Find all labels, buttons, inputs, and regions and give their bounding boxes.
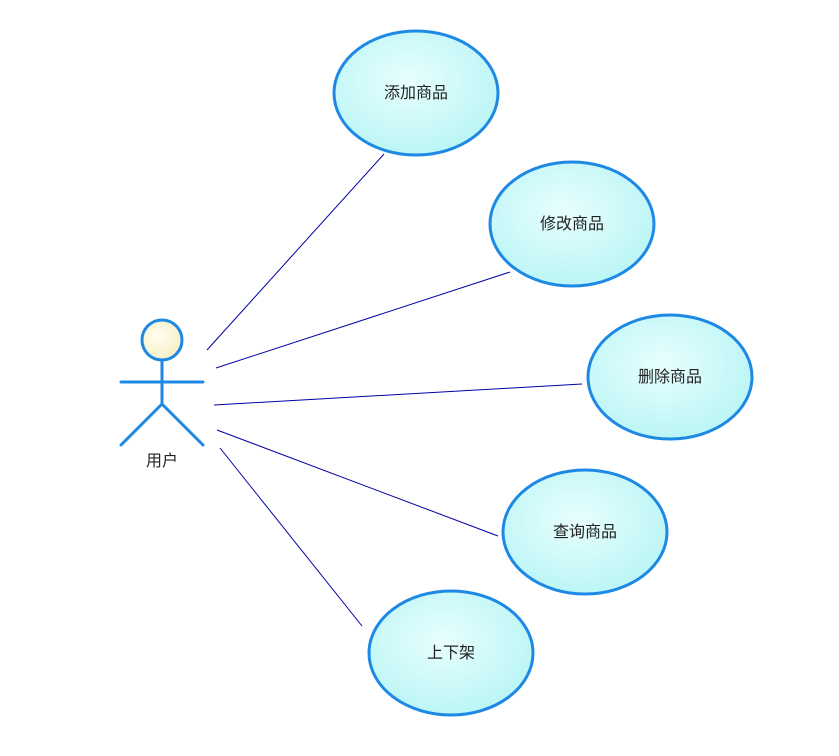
use-case-ellipse	[586, 313, 754, 441]
use-case-label: 上下架	[427, 643, 475, 662]
association-add-product	[206, 153, 385, 351]
association-edit-product	[215, 271, 511, 369]
use-case-query-product[interactable]: 查询商品	[501, 468, 669, 596]
use-case-edit-product[interactable]: 修改商品	[488, 160, 656, 288]
use-case-label: 删除商品	[638, 367, 702, 386]
association-delete-product	[213, 383, 583, 406]
actor-label: 用户	[146, 451, 178, 470]
association-shelf	[219, 447, 363, 627]
use-case-ellipse	[332, 29, 500, 157]
associations	[206, 153, 583, 627]
use-case-shelf[interactable]: 上下架	[367, 589, 535, 717]
use-case-label: 查询商品	[553, 522, 617, 541]
use-case-ellipse	[488, 160, 656, 288]
actor-left-leg	[119, 402, 164, 447]
use-case-ellipse	[367, 589, 535, 717]
actor-right-leg	[160, 402, 205, 447]
actor-head	[140, 318, 184, 362]
association-query-product	[216, 429, 499, 537]
use-case-add-product[interactable]: 添加商品	[332, 29, 500, 157]
actor-user[interactable]	[119, 318, 205, 447]
use-case-delete-product[interactable]: 删除商品	[586, 313, 754, 441]
use-case-label: 修改商品	[540, 214, 604, 233]
use-case-label: 添加商品	[384, 83, 448, 102]
use-case-ellipse	[501, 468, 669, 596]
